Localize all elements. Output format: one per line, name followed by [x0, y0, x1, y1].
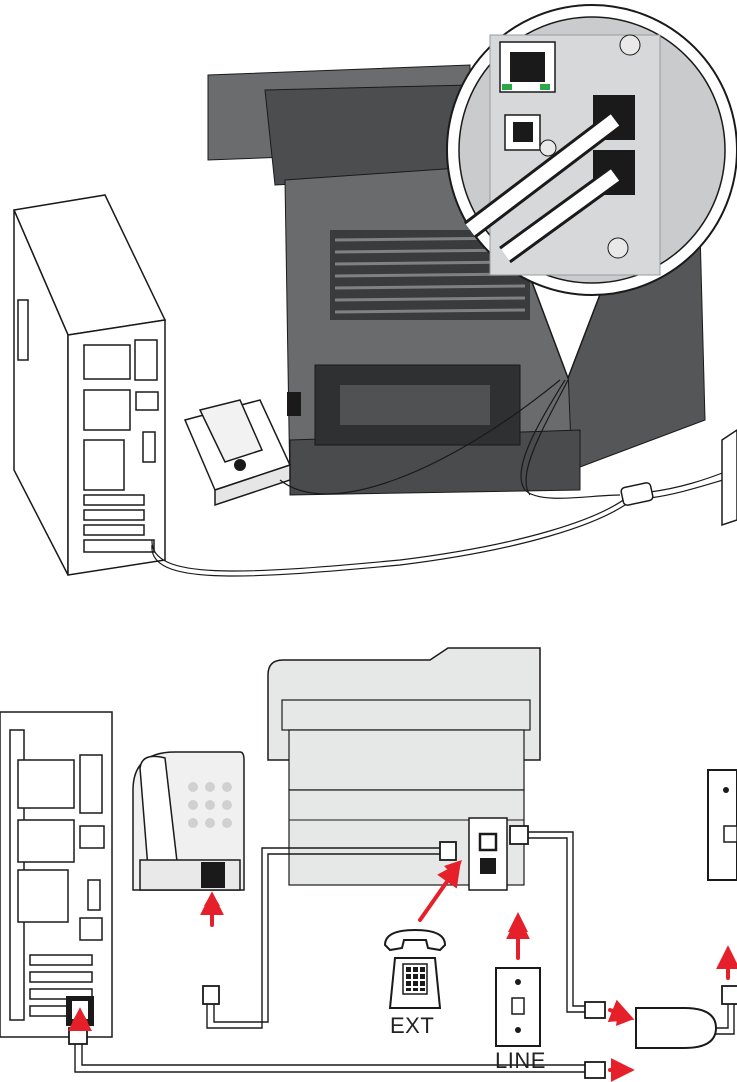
ext-label: EXT — [390, 1013, 434, 1039]
top-illustration — [14, 5, 737, 576]
computer-tower-bottom — [0, 712, 112, 1037]
line-label: LINE — [495, 1048, 546, 1074]
telephone-bottom — [133, 752, 244, 890]
dsl-splitter — [636, 1008, 716, 1048]
telephone-top — [185, 400, 290, 505]
wall-jack-bottom — [708, 770, 737, 880]
line-wall-outlet — [496, 968, 540, 1046]
telephone-keypad-icon — [385, 930, 445, 1008]
computer-tower-top — [14, 195, 165, 575]
wall-jack-top — [722, 430, 737, 525]
bottom-illustration — [0, 648, 737, 1078]
dsl-filter-top — [620, 482, 653, 506]
